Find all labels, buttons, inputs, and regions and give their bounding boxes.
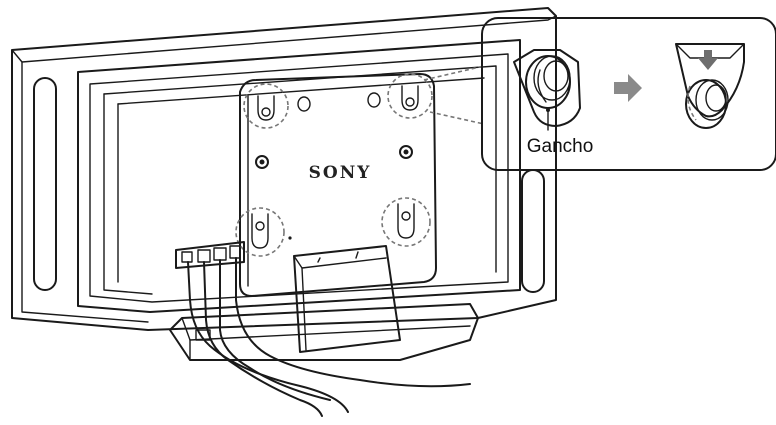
hook-closeup-after <box>675 43 745 129</box>
mount-bracket-plate: SONY <box>239 73 437 297</box>
hook-top-left <box>243 83 289 129</box>
screw <box>399 145 413 159</box>
hook-bottom-right <box>381 197 431 247</box>
hook-label: Gancho <box>527 136 594 157</box>
callout-box: Gancho <box>423 17 776 171</box>
stand-neck <box>293 245 401 353</box>
arrow-right-icon <box>614 74 642 102</box>
hook-closeup-before <box>513 49 581 131</box>
arrow-down-icon <box>698 50 718 70</box>
mounting-stud <box>367 92 381 108</box>
connector-panel <box>175 241 245 269</box>
mounting-stud <box>297 96 311 112</box>
hook-top-right <box>387 73 433 119</box>
brand-label: SONY <box>309 163 372 183</box>
speaker-grille-right <box>521 169 545 293</box>
tv-body <box>11 7 557 331</box>
hook-bottom-left <box>235 207 285 257</box>
screw <box>255 155 269 169</box>
stand-base <box>169 303 479 361</box>
speaker-grille-left <box>33 77 57 291</box>
